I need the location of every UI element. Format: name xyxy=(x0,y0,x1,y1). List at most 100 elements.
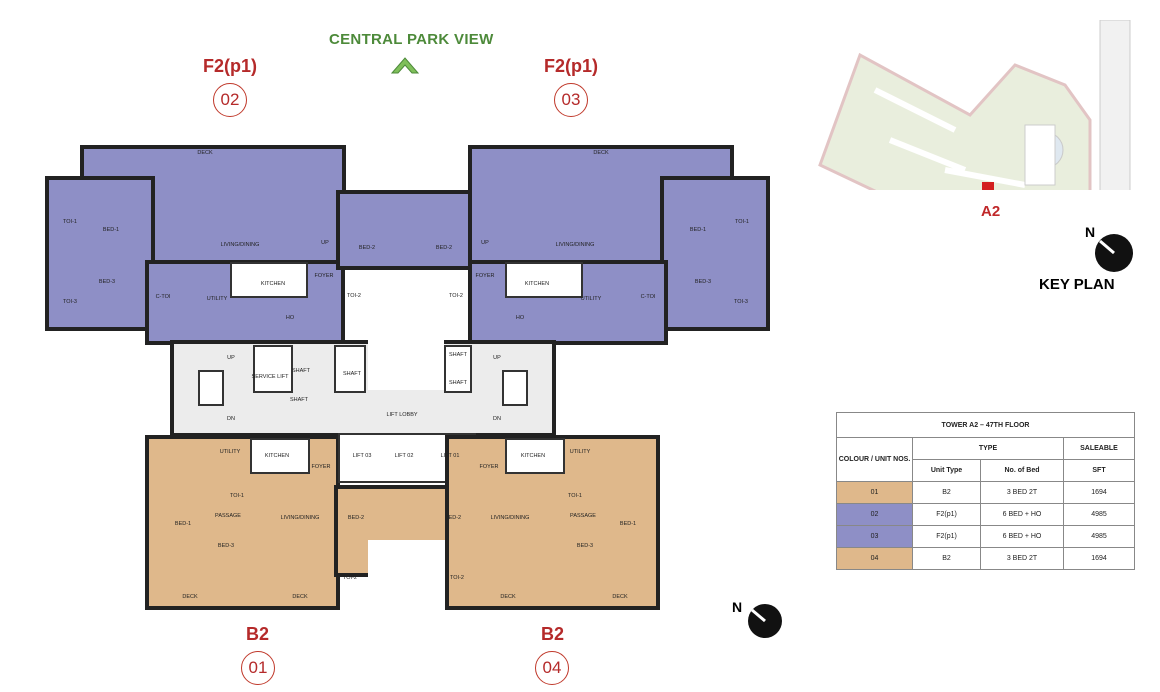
room-label: BED-3 xyxy=(576,543,594,549)
room-label: BED-3 xyxy=(217,543,235,549)
room-label: DN xyxy=(493,416,501,422)
table-title: TOWER A2 – 47TH FLOOR xyxy=(836,412,1135,438)
key-plan-map xyxy=(818,20,1131,190)
room-label: TOI-1 xyxy=(568,493,582,499)
sub-sft: SFT xyxy=(1063,459,1135,482)
room-label: SHAFT xyxy=(342,371,362,377)
room-label: BED-3 xyxy=(694,279,712,285)
room-label: SHAFT xyxy=(448,380,468,386)
room-label: FOYER xyxy=(314,273,334,279)
room-label: UP xyxy=(493,355,501,361)
room-label: UP xyxy=(481,240,489,246)
room-label: DECK xyxy=(292,594,308,600)
table-row: 03 F2(p1) 6 BED + HO 4985 xyxy=(836,525,1135,548)
room-label: BED-2 xyxy=(358,245,376,251)
room-label: DECK xyxy=(500,594,516,600)
unit-type-label: F2(p1) xyxy=(544,56,598,76)
room-label: TOI-2 xyxy=(343,575,357,581)
room-label: BED-1 xyxy=(102,227,120,233)
beds-cell: 6 BED + HO xyxy=(980,525,1064,548)
col-type-header: TYPE xyxy=(912,437,1064,460)
type-cell: F2(p1) xyxy=(912,503,981,526)
room-label: SERVICE LIFT xyxy=(251,374,289,380)
room-label: LIFT 03 xyxy=(352,453,372,459)
room-label: TOI-1 xyxy=(230,493,244,499)
unit-number-badge: 04 xyxy=(535,651,569,685)
table-row: 01 B2 3 BED 2T 1694 xyxy=(836,481,1135,504)
room-label: UP xyxy=(321,240,329,246)
north-compass-icon xyxy=(1095,234,1133,272)
room-label: LIFT 01 xyxy=(440,453,460,459)
sft-cell: 1694 xyxy=(1063,481,1135,504)
room-label: KITCHEN xyxy=(260,281,286,287)
room-label: FOYER xyxy=(311,464,331,470)
room-label: LIFT LOBBY xyxy=(386,412,418,418)
room-label: BED-1 xyxy=(174,521,192,527)
unit-01[interactable] xyxy=(145,435,340,610)
room-label: BED-3 xyxy=(98,279,116,285)
sft-cell: 4985 xyxy=(1063,525,1135,548)
room-label: DN xyxy=(227,416,235,422)
room-label: DECK xyxy=(612,594,628,600)
room-label: TOI-1 xyxy=(735,219,749,225)
room-label: KITCHEN xyxy=(524,281,550,287)
type-cell: B2 xyxy=(912,481,981,504)
unit-type-label: F2(p1) xyxy=(203,56,257,76)
sft-cell: 4985 xyxy=(1063,503,1135,526)
room-label: TOI-2 xyxy=(449,293,463,299)
unit-cell: 02 xyxy=(836,503,913,526)
col-saleable-header: SALEABLE xyxy=(1063,437,1135,460)
north-compass-icon xyxy=(748,604,782,638)
beds-cell: 3 BED 2T xyxy=(980,547,1064,570)
room-label: BED-2 xyxy=(347,515,365,521)
room-label: PASSAGE xyxy=(215,513,241,519)
room-label: C-TOI xyxy=(155,294,171,300)
chevron-up-icon xyxy=(390,57,420,74)
unit-cell: 01 xyxy=(836,481,913,504)
room-label: BED-2 xyxy=(444,515,462,521)
room-label: TOI-3 xyxy=(734,299,748,305)
bedroom-wing-top xyxy=(336,190,476,270)
sft-cell: 1694 xyxy=(1063,547,1135,570)
room-label: DECK xyxy=(593,150,609,156)
tower-label: A2 xyxy=(981,203,1001,220)
room-label: HO xyxy=(285,315,295,321)
room-label: UTILITY xyxy=(569,449,591,455)
room-label: LIVING/DINING xyxy=(280,515,320,521)
table-row: 04 B2 3 BED 2T 1694 xyxy=(836,547,1135,570)
room-label: SHAFT xyxy=(291,368,311,374)
room-label: TOI-3 xyxy=(63,299,77,305)
room-label: DECK xyxy=(182,594,198,600)
type-cell: B2 xyxy=(912,547,981,570)
room-label: HO xyxy=(515,315,525,321)
beds-cell: 3 BED 2T xyxy=(980,481,1064,504)
room-label: UTILITY xyxy=(206,296,228,302)
room-label: TOI-2 xyxy=(347,293,361,299)
view-label: CENTRAL PARK VIEW xyxy=(329,31,494,48)
room-label: SHAFT xyxy=(289,397,309,403)
unit-type-label: B2 xyxy=(246,624,270,644)
unit-number-badge: 03 xyxy=(554,83,588,117)
compass-label: N xyxy=(732,599,743,615)
beds-cell: 6 BED + HO xyxy=(980,503,1064,526)
table-row: 02 F2(p1) 6 BED + HO 4985 xyxy=(836,503,1135,526)
room-label: UP xyxy=(227,355,235,361)
room-label: TOI-2 xyxy=(450,575,464,581)
sub-unit-type: Unit Type xyxy=(912,459,981,482)
unit-number-badge: 01 xyxy=(241,651,275,685)
unit-cell: 03 xyxy=(836,525,913,548)
room-label: C-TOI xyxy=(640,294,656,300)
room-label: BED-1 xyxy=(619,521,637,527)
room-label: KITCHEN xyxy=(520,453,546,459)
room-label: LIFT 02 xyxy=(394,453,414,459)
sub-beds: No. of Bed xyxy=(980,459,1064,482)
room-label: DECK xyxy=(197,150,213,156)
type-cell: F2(p1) xyxy=(912,525,981,548)
room-label: LIVING/DINING xyxy=(490,515,530,521)
unit-table: TOWER A2 – 47TH FLOOR COLOUR / UNIT NOS.… xyxy=(836,412,1135,570)
room-label: SHAFT xyxy=(448,352,468,358)
room-label: TOI-1 xyxy=(63,219,77,225)
unit-type-label: B2 xyxy=(541,624,565,644)
room-label: LIVING/DINING xyxy=(555,242,595,248)
key-plan-title: KEY PLAN xyxy=(1039,276,1115,293)
